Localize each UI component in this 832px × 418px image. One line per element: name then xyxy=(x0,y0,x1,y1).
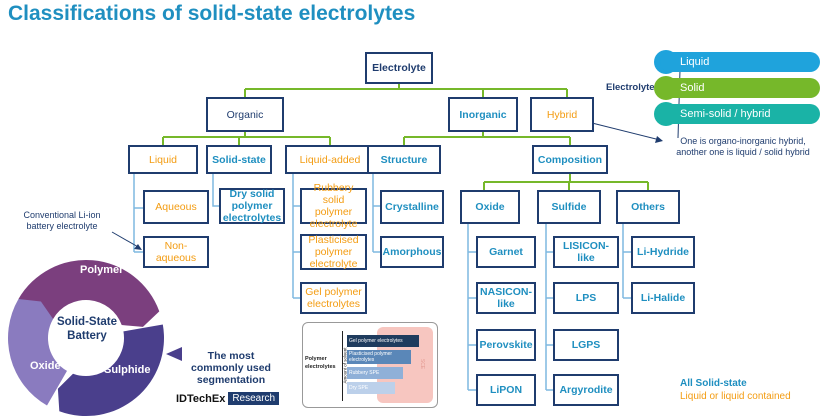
node-gel: Gel polymer electrolytes xyxy=(300,282,367,314)
annotation-hybrid: One is organo-inorganic hybrid, another … xyxy=(676,136,810,157)
node-composition: Composition xyxy=(532,145,608,174)
arrow-conventional xyxy=(111,231,141,249)
node-solid-state: Solid-state xyxy=(206,145,272,174)
node-liquid-added: Liquid-added xyxy=(285,145,375,174)
node-lisicon: LISICON-like xyxy=(553,236,619,268)
line-sulfide-children xyxy=(545,224,553,391)
inset-bar-plasticised: Plasticised polymer electrolytes xyxy=(347,350,411,364)
pill-semi-solid: Semi-solid / hybrid xyxy=(660,104,820,124)
node-perovskite: Perovskite xyxy=(476,329,536,361)
node-nasicon: NASICON-like xyxy=(476,282,536,314)
line-structure-children xyxy=(372,174,380,253)
node-liquid: Liquid xyxy=(128,145,198,174)
line-liquid-children xyxy=(133,174,143,253)
cycle-segment-oxide xyxy=(7,299,67,406)
node-inorganic: Inorganic xyxy=(448,97,518,132)
cycle-label-oxide: Oxide xyxy=(30,360,61,372)
brand-name: IDTechEx xyxy=(176,392,226,405)
node-rubbery: Rubbery solid polymer electrolyte xyxy=(300,182,367,230)
arrowhead-conventional xyxy=(134,244,142,250)
node-lps: LPS xyxy=(553,282,619,314)
node-plasticised: Plasticised polymer electrolyte xyxy=(300,234,367,270)
cycle-segment-polymer xyxy=(18,260,160,327)
line-oxide-children xyxy=(467,224,476,391)
inset-bar-dry: Dry SPE xyxy=(347,382,395,394)
annotation-conventional: Conventional Li-ion battery electrolyte xyxy=(23,210,101,231)
arrow-segmentation-icon xyxy=(166,347,182,361)
node-structure: Structure xyxy=(367,145,441,174)
node-li-halide: Li-Halide xyxy=(631,282,695,314)
arrowhead-hybrid xyxy=(655,136,663,143)
line-liquidadded-children xyxy=(292,174,300,299)
node-hybrid: Hybrid xyxy=(530,97,594,132)
line-electrolyte-branch xyxy=(244,84,568,97)
cycle-segment-sulphide xyxy=(57,324,164,416)
legend-solid: All Solid-state xyxy=(680,378,747,389)
inset-panel: SCE Polymer electrolytes Amount of solve… xyxy=(302,322,438,408)
node-organic: Organic xyxy=(206,97,284,132)
node-garnet: Garnet xyxy=(476,236,536,268)
cycle-label-polymer: Polymer xyxy=(80,264,124,276)
idtechex-logo: IDTechEx Research xyxy=(176,392,280,405)
node-electrolyte: Electrolyte xyxy=(365,52,433,84)
inset-bar-rubbery: Rubbery SPE xyxy=(347,367,403,379)
brand-tag: Research xyxy=(228,392,280,405)
node-lipon: LiPON xyxy=(476,374,536,406)
annotation-segmentation: The most commonly used segmentation xyxy=(191,350,271,386)
inset-sce-label: SCE xyxy=(419,358,426,370)
node-dry-solid: Dry solid polymer electrolytes xyxy=(219,188,285,224)
line-inorganic-branch xyxy=(403,132,571,145)
pill-solid: Solid xyxy=(660,78,820,98)
node-li-hydride: Li-Hydride xyxy=(631,236,695,268)
line-solid-children xyxy=(212,174,219,207)
electrolyte-type-label: Electrolyte xyxy=(606,82,655,93)
cycle-center-label: Solid-State Battery xyxy=(56,316,118,342)
node-non-aqueous: Non-aqueous xyxy=(143,236,209,268)
node-sulfide: Sulfide xyxy=(537,190,601,224)
arrow-hybrid xyxy=(587,121,661,141)
node-oxide: Oxide xyxy=(460,190,520,224)
cycle-label-sulphide: Sulphide xyxy=(104,364,151,376)
node-amorphous: Amorphous xyxy=(380,236,444,268)
inset-bar-gel: Gel polymer electrolytes xyxy=(347,335,419,347)
node-argyrodite: Argyrodite xyxy=(553,374,619,406)
line-others-children xyxy=(622,224,631,299)
inset-axis-arrow xyxy=(342,331,343,401)
pill-liquid: Liquid xyxy=(660,52,820,72)
page-title: Classifications of solid-state electroly… xyxy=(8,2,416,25)
node-others: Others xyxy=(616,190,680,224)
node-lgps: LGPS xyxy=(553,329,619,361)
line-organic-branch xyxy=(162,132,331,145)
node-crystalline: Crystalline xyxy=(380,190,444,224)
inset-ylabel: Polymer electrolytes xyxy=(305,356,336,370)
line-composition-branch xyxy=(483,174,649,190)
cycle-diagram xyxy=(7,260,164,416)
node-aqueous: Aqueous xyxy=(143,190,209,224)
legend-liquid: Liquid or liquid contained xyxy=(680,391,791,402)
